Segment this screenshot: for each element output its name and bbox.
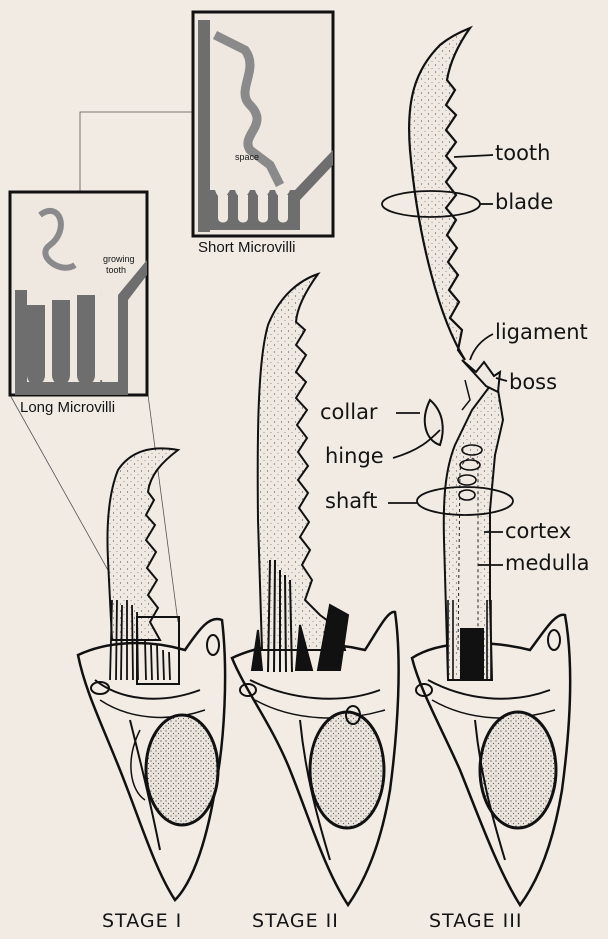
inset-short-caption: Short Microvilli <box>198 240 296 255</box>
stage-3-shaft-base <box>460 628 484 680</box>
inset-short-note: space <box>235 153 259 162</box>
label-collar: collar <box>320 402 378 423</box>
label-medulla: medulla <box>505 553 590 574</box>
stage-1-chaeta <box>78 448 225 900</box>
inset-long-note-line2: tooth <box>106 266 126 275</box>
stage-2-chaeta <box>232 274 399 905</box>
label-shaft: shaft <box>325 491 377 512</box>
label-ligament: ligament <box>495 322 588 343</box>
inset-long-microvilli <box>10 192 147 395</box>
stage-2-nucleus <box>310 712 384 828</box>
label-hinge: hinge <box>325 446 384 467</box>
inset-long-note-line1: growing <box>103 255 135 264</box>
label-boss: boss <box>509 372 557 393</box>
label-blade: blade <box>495 192 553 213</box>
stage-1-nucleus <box>146 715 218 825</box>
label-cortex: cortex <box>505 521 571 542</box>
label-tooth: tooth <box>495 143 550 164</box>
stage-3-collar <box>425 400 443 445</box>
stage-3-boss <box>462 360 500 392</box>
inset-long-caption: Long Microvilli <box>20 400 115 415</box>
stage-label-3: STAGE III <box>429 912 522 931</box>
stage-label-2: STAGE II <box>252 912 339 931</box>
inset-short-microvilli <box>193 12 333 236</box>
stage-label-1: STAGE I <box>102 912 182 931</box>
